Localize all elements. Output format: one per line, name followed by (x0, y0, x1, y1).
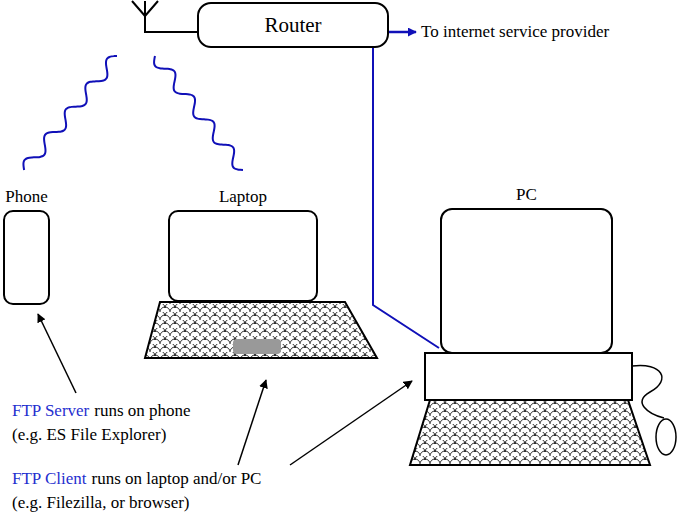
wireless-link (154, 56, 243, 170)
router-box: Router (197, 2, 389, 48)
leader-line (238, 380, 266, 465)
callout-note: runs on phone (94, 401, 190, 421)
pc-monitor: PC (440, 208, 613, 354)
network-cable (373, 48, 439, 348)
antenna (132, 1, 197, 32)
wireless-link (23, 56, 117, 170)
leader-line (290, 381, 412, 465)
antenna-prongs (132, 1, 158, 16)
mouse (656, 419, 676, 455)
pc-base (425, 353, 632, 400)
mouse-cable (632, 365, 664, 418)
pc-keyboard (410, 400, 650, 465)
laptop-keyboard (145, 302, 377, 358)
laptop-touchpad (233, 339, 281, 354)
device-label: Laptop (123, 187, 363, 207)
callout-note: runs on laptop and/or PC (91, 469, 261, 489)
role-name: FTP Client (12, 469, 86, 489)
isp-note: To internet service provider (421, 22, 609, 42)
example-note: (e.g. Filezilla, or browser) (12, 493, 190, 513)
node-label: Router (264, 13, 321, 37)
leader-line (38, 314, 76, 393)
antenna-stem (145, 16, 197, 32)
phone-device: Phone (3, 210, 50, 305)
device-label: PC (407, 185, 647, 205)
laptop-screen: Laptop (168, 210, 318, 302)
example-note: (e.g. ES File Explorer) (12, 425, 166, 445)
isp-arrow (389, 31, 416, 34)
role-name: FTP Server (12, 401, 89, 421)
device-label: Phone (0, 187, 147, 207)
